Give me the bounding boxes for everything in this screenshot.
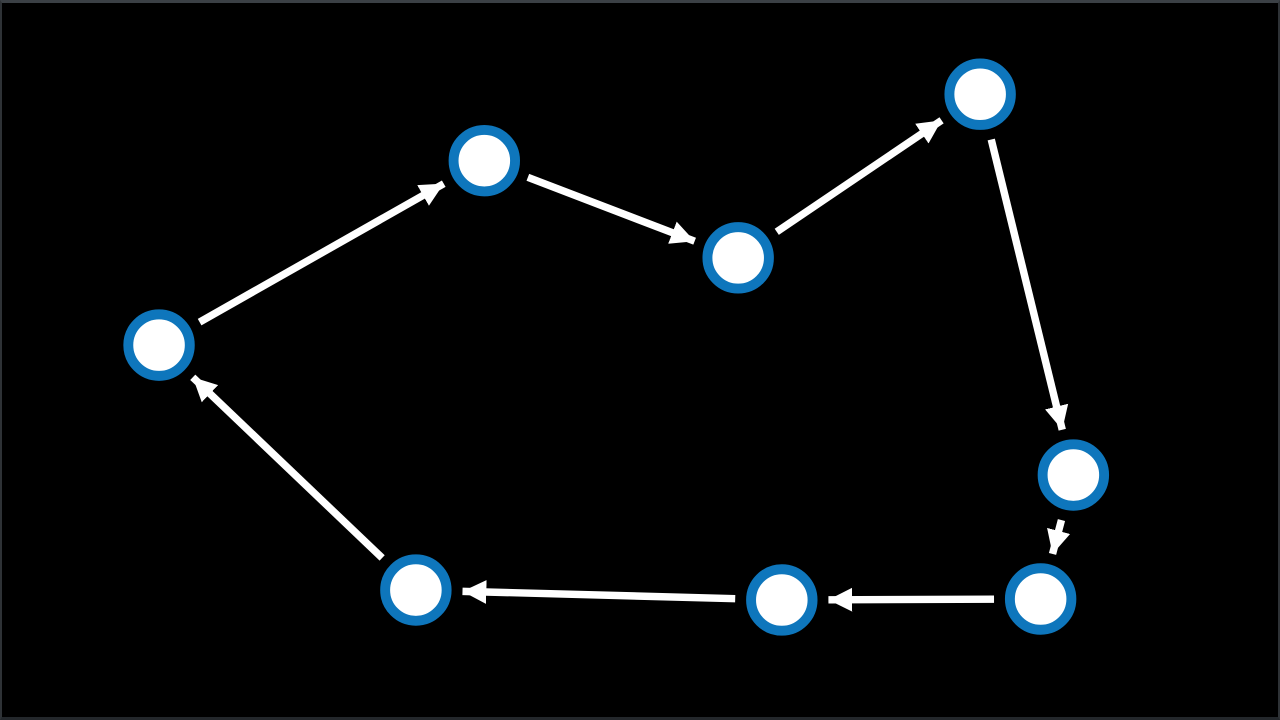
graph-edge-node-left-to-node-top-left xyxy=(197,180,446,326)
graph-edge-node-top-left-to-node-top-middle xyxy=(526,173,696,245)
graph-edge-node-bottom-left-to-node-left xyxy=(190,374,385,561)
graph-edge-node-right-to-node-bottom-right xyxy=(1047,519,1071,555)
graph-node-top-right xyxy=(944,58,1016,130)
graph-canvas xyxy=(123,58,1110,636)
graph-edge-node-top-right-to-node-right xyxy=(987,138,1069,431)
graph-edge-node-top-middle-to-node-top-right xyxy=(774,117,944,235)
graph-node-bottom-right xyxy=(1004,563,1077,635)
graph-edge-node-bottom-middle-to-node-bottom-left xyxy=(462,580,736,604)
graph-node-right xyxy=(1037,439,1110,511)
graph-edge-node-bottom-right-to-node-bottom-middle xyxy=(828,587,995,612)
graph-node-bottom-left xyxy=(380,554,452,626)
graph-node-left xyxy=(123,309,195,381)
graph-node-top-middle xyxy=(702,222,774,294)
graph-node-top-left xyxy=(448,124,521,197)
graph-node-bottom-middle xyxy=(746,564,818,636)
